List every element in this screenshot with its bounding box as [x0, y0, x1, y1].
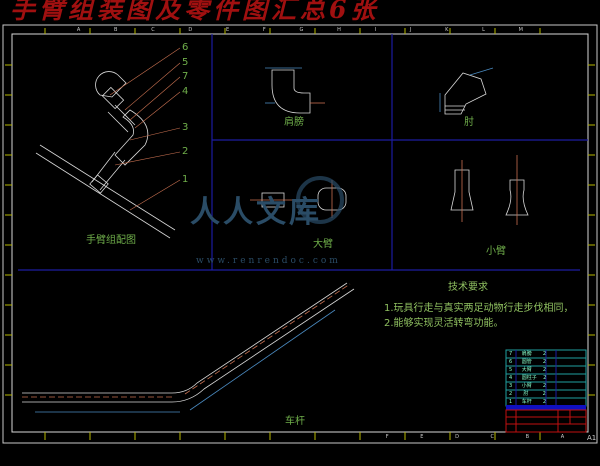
parts-list-table [505, 349, 587, 433]
outer-frame [2, 24, 598, 444]
balloon-7: 7 [182, 71, 189, 82]
cart-rod-drawing [22, 282, 355, 413]
balloon-1: 1 [182, 174, 189, 185]
view-label-upper-arm: 大臂 [313, 239, 333, 250]
view-dividers [18, 34, 588, 271]
requirement-2: 2.能够实现灵活转弯功能。 [384, 318, 504, 329]
balloon-3: 3 [182, 122, 189, 133]
parts-row-4: 4 圆柱子 2 [509, 375, 547, 381]
page-title: 手臂组装图及零件图汇总6张 [10, 0, 380, 24]
view-label-shoulder: 肩膀 [284, 117, 304, 128]
parts-row-2: 2 肘 2 [509, 391, 546, 397]
parts-row-1: 1 车杆 2 [509, 399, 547, 405]
shoulder-drawing [265, 67, 325, 114]
watermark-url: www.renrendoc.com [196, 256, 341, 266]
parts-row-5: 5 大臂 2 [509, 367, 547, 373]
parts-row-7: 7 肩膀 2 [509, 351, 547, 357]
watermark-text: 人人文库 [190, 195, 322, 230]
balloon-5: 5 [182, 57, 189, 68]
leader-lines [109, 47, 181, 211]
balloon-6: 6 [182, 42, 189, 53]
sheet-size: A1 [587, 434, 597, 442]
view-label-forearm: 小臂 [486, 246, 506, 257]
parts-row-6: 6 圆管 2 [509, 359, 547, 365]
requirements-heading: 技术要求 [448, 282, 488, 293]
view-label-elbow: 肘 [464, 117, 474, 128]
parts-row-3: 3 小臂 2 [509, 383, 547, 389]
upper-arm-drawing [250, 180, 347, 218]
balloon-2: 2 [182, 146, 189, 157]
forearm-drawing [450, 155, 529, 225]
elbow-drawing [439, 67, 494, 115]
view-label-cart-rod: 车杆 [285, 416, 305, 427]
requirement-1: 1.玩具行走与真实两足动物行走步伐相同， [384, 303, 574, 314]
arm-assembly-drawing [35, 71, 176, 239]
balloon-4: 4 [182, 86, 189, 97]
watermark-logo [296, 176, 344, 224]
frame-ruler-ticks [5, 28, 595, 440]
view-label-assembly: 手臂组配图 [86, 235, 136, 246]
inner-frame [11, 33, 589, 433]
